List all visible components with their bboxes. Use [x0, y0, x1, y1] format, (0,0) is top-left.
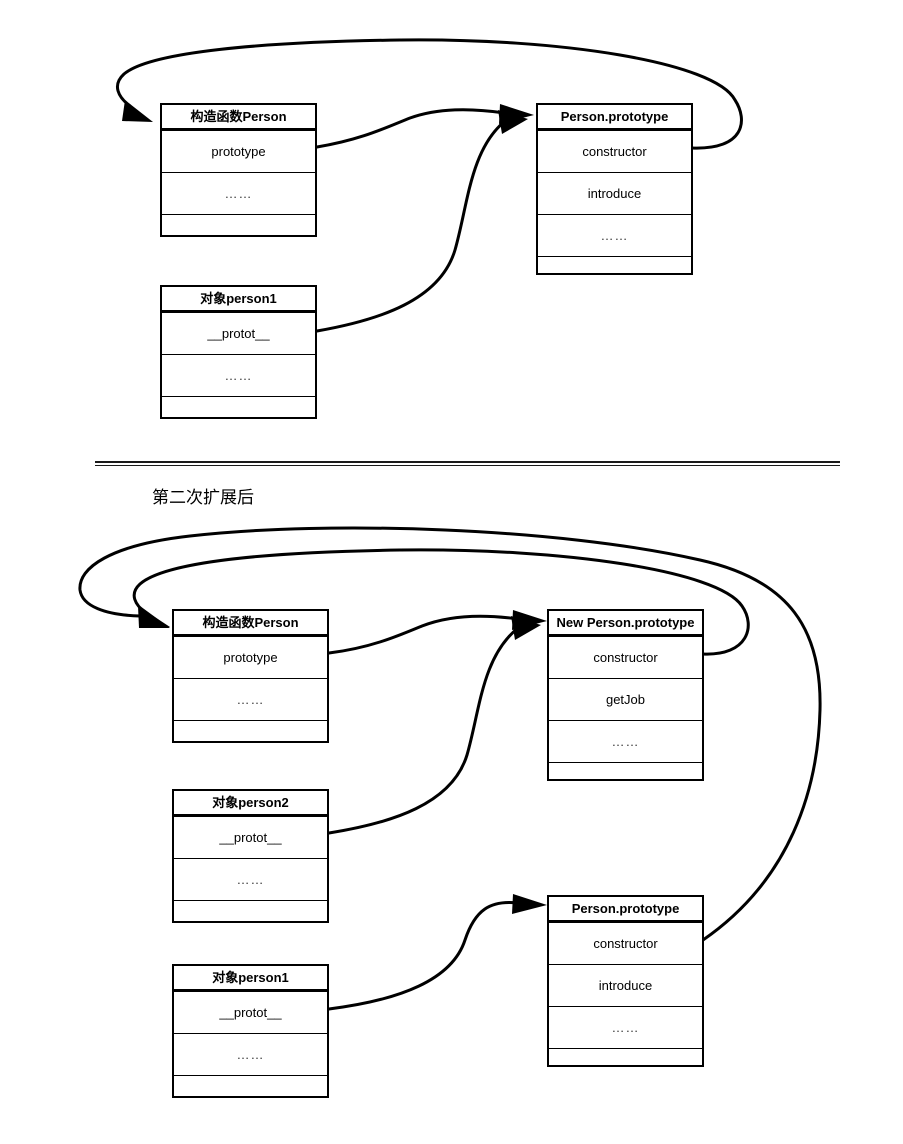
entity-row-proto: __protot__: [174, 992, 327, 1034]
entity-box-constructor-person-2: 构造函数Person prototype ……: [172, 609, 329, 743]
entity-box-person-prototype: Person.prototype constructor introduce ……: [536, 103, 693, 275]
entity-box-object-person2: 对象person2 __protot__ ……: [172, 789, 329, 923]
arrow-person2-proto-to-newproto: [327, 616, 541, 835]
entity-row-empty: [174, 1076, 327, 1102]
entity-row-introduce: introduce: [538, 173, 691, 215]
section-divider: [95, 461, 840, 466]
arrow-ctor-prototype-to-proto: [315, 104, 534, 149]
entity-row-ellipsis: ……: [174, 859, 327, 901]
entity-row-empty: [174, 901, 327, 927]
entity-row-empty: [162, 397, 315, 423]
entity-header: 对象person1: [174, 966, 327, 992]
entity-row-empty: [538, 257, 691, 283]
arrow-person1-proto-to-proto: [315, 110, 528, 333]
entity-row-empty: [174, 721, 327, 747]
entity-row-empty: [162, 215, 315, 241]
entity-header: 构造函数Person: [162, 105, 315, 131]
entity-header: 对象person2: [174, 791, 327, 817]
section-title: 第二次扩展后: [152, 488, 254, 507]
entity-row-ellipsis: ……: [549, 1007, 702, 1049]
entity-row-prototype: prototype: [162, 131, 315, 173]
entity-header: Person.prototype: [538, 105, 691, 131]
entity-row-empty: [549, 763, 702, 789]
entity-row-empty: [549, 1049, 702, 1075]
arrow-person1-proto-to-oldproto: [327, 894, 547, 1011]
entity-header: New Person.prototype: [549, 611, 702, 637]
entity-row-constructor: constructor: [549, 923, 702, 965]
entity-box-new-person-prototype: New Person.prototype constructor getJob …: [547, 609, 704, 781]
entity-row-ellipsis: ……: [162, 173, 315, 215]
entity-row-ellipsis: ……: [174, 1034, 327, 1076]
entity-row-constructor: constructor: [549, 637, 702, 679]
entity-box-constructor-person: 构造函数Person prototype ……: [160, 103, 317, 237]
entity-box-object-person1: 对象person1 __protot__ ……: [160, 285, 317, 419]
entity-row-ellipsis: ……: [538, 215, 691, 257]
entity-row-prototype: prototype: [174, 637, 327, 679]
entity-row-introduce: introduce: [549, 965, 702, 1007]
entity-header: 对象person1: [162, 287, 315, 313]
entity-row-constructor: constructor: [538, 131, 691, 173]
entity-row-proto: __protot__: [174, 817, 327, 859]
entity-header: Person.prototype: [549, 897, 702, 923]
entity-row-proto: __protot__: [162, 313, 315, 355]
entity-box-object-person1-2: 对象person1 __protot__ ……: [172, 964, 329, 1098]
entity-row-ellipsis: ……: [162, 355, 315, 397]
entity-row-getjob: getJob: [549, 679, 702, 721]
arrow-ctor2-prototype-to-newproto: [327, 610, 547, 655]
entity-row-ellipsis: ……: [174, 679, 327, 721]
entity-row-ellipsis: ……: [549, 721, 702, 763]
entity-box-person-prototype-2: Person.prototype constructor introduce ……: [547, 895, 704, 1067]
entity-header: 构造函数Person: [174, 611, 327, 637]
